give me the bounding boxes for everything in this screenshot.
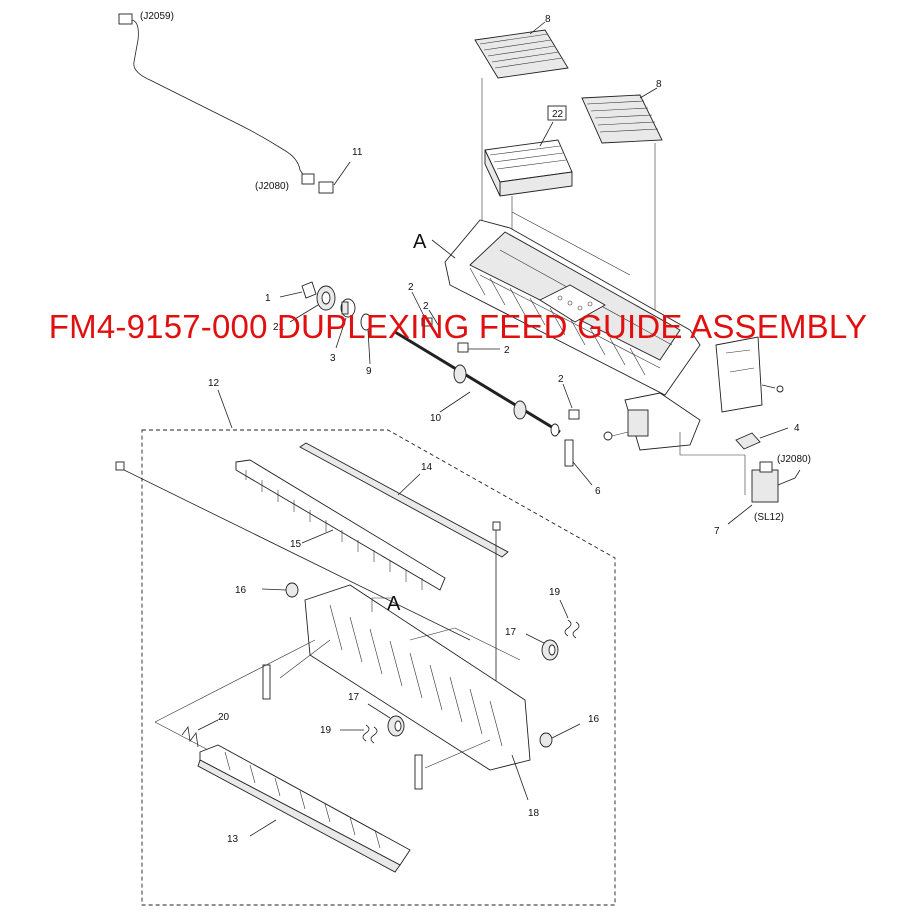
callout-19: 19 — [320, 725, 332, 736]
part-9-ring — [360, 313, 372, 365]
label-sheet-left — [262, 664, 271, 700]
part-3-gear — [335, 298, 356, 349]
callout-15: 15 — [290, 539, 302, 550]
callout-19: 19 — [549, 587, 561, 598]
part-19-spring-lower — [340, 724, 378, 744]
view-mark-a-upper: A — [413, 231, 427, 253]
cable-harness — [118, 13, 351, 194]
callout-box-22 — [547, 105, 567, 121]
label-sheet-center — [414, 754, 423, 790]
subassembly-12-boundary — [141, 429, 616, 906]
duplex-frame-upper — [431, 219, 701, 396]
part-19-spring-upper — [559, 599, 580, 639]
callout-20: 20 — [218, 712, 230, 723]
callout-2: 2 — [504, 345, 510, 356]
label-sl12: (SL12) — [754, 512, 784, 523]
part-6-sheet — [564, 439, 593, 486]
callout-labels: 8 8 22 11 1 21 3 9 2 2 2 2 10 12 4 6 7 1… — [208, 14, 800, 845]
callout-2: 2 — [408, 282, 414, 293]
part-7-solenoid — [679, 432, 801, 525]
part-4-connector — [735, 427, 789, 450]
right-bracket — [715, 336, 784, 413]
callout-3: 3 — [330, 353, 336, 364]
cover-8-right — [581, 87, 663, 144]
callout-17: 17 — [348, 692, 360, 703]
part-15-guide-plate — [235, 459, 446, 591]
connector-j2080-left — [301, 173, 315, 185]
callout-10: 10 — [430, 413, 442, 424]
callout-7: 7 — [714, 526, 720, 537]
callout-17: 17 — [505, 627, 517, 638]
part-20-spring — [181, 719, 219, 748]
label-j2059: (J2059) — [140, 11, 174, 22]
callout-6: 6 — [595, 486, 601, 497]
part-1-bushing — [279, 281, 317, 299]
callout-22: 22 — [552, 109, 564, 120]
part-14-bar — [299, 442, 509, 558]
duplex-frame-lower — [304, 584, 531, 801]
part-13-lower-guide — [197, 744, 411, 873]
callout-4: 4 — [794, 423, 800, 434]
part-17-roller-lower — [367, 703, 405, 737]
part-17-roller-upper — [525, 633, 559, 661]
assembly-title: FM4-9157-000 DUPLEXING FEED GUIDE ASSEMB… — [48, 308, 868, 345]
callout-16: 16 — [235, 585, 247, 596]
callout-14: 14 — [421, 462, 433, 473]
part-2-clips — [411, 291, 580, 420]
screw-left — [115, 461, 471, 641]
part-16-bushing-upper — [261, 582, 299, 598]
label-j2080-left: (J2080) — [255, 181, 289, 192]
connector-labels: (J2059) (J2080) (J2080) (SL12) — [140, 11, 811, 523]
callout-12: 12 — [208, 378, 220, 389]
connector-11 — [318, 181, 334, 194]
callout-13: 13 — [227, 834, 239, 845]
part-10-roller-shaft — [394, 330, 561, 437]
view-mark-a-lower: A — [387, 593, 401, 615]
callout-9: 9 — [366, 366, 372, 377]
part-21-gear — [289, 285, 336, 323]
callout-2: 2 — [558, 374, 564, 385]
lower-right-frame — [603, 392, 701, 451]
cover-8-left — [474, 21, 569, 79]
callout-21: 21 — [273, 322, 285, 333]
callout-18: 18 — [528, 808, 540, 819]
callout-2: 2 — [423, 301, 429, 312]
callout-8: 8 — [545, 14, 551, 25]
part-22-box — [484, 105, 573, 197]
callout-1: 1 — [265, 293, 271, 304]
callout-11: 11 — [352, 147, 363, 158]
callout-16: 16 — [588, 714, 600, 725]
screw-center — [492, 521, 501, 700]
part-16-bushing-lower — [539, 723, 581, 748]
callout-8: 8 — [656, 79, 662, 90]
label-j2080-right: (J2080) — [777, 454, 811, 465]
connector-j2059 — [118, 13, 133, 25]
frame-ribs — [469, 267, 646, 376]
